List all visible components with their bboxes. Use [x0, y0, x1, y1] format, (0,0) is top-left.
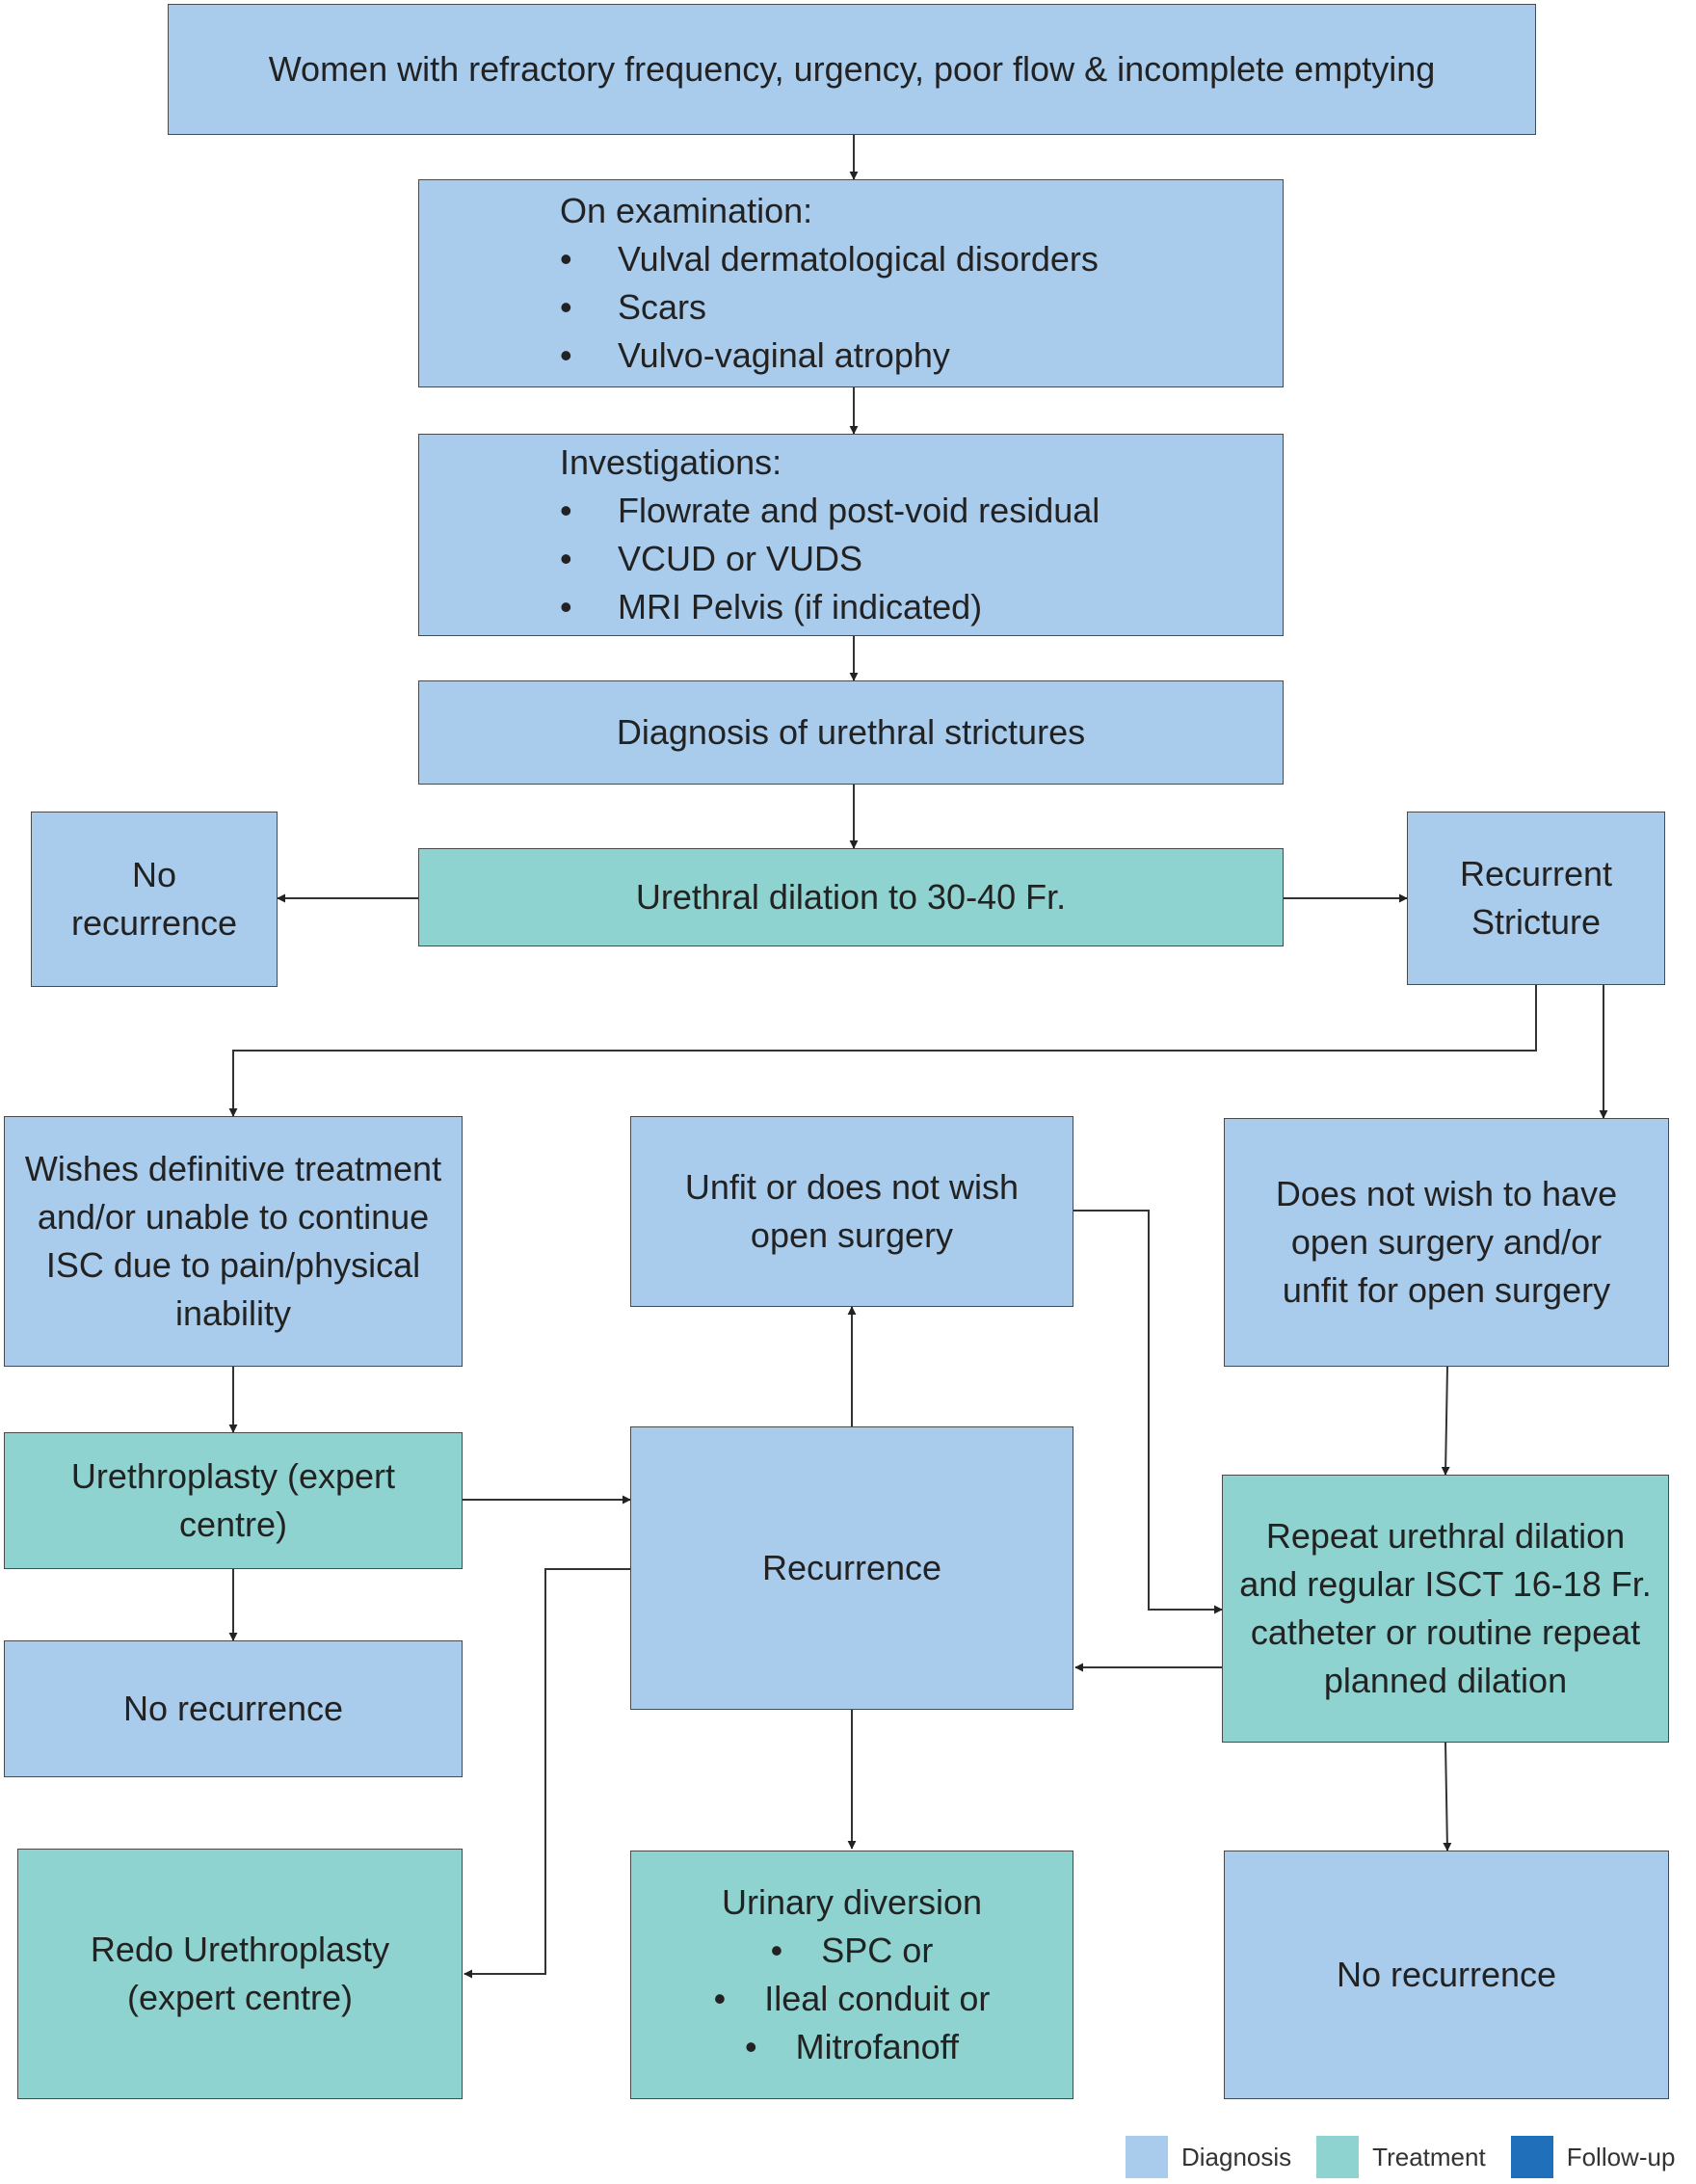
- wishes-definitive-node: Wishes definitive treatment and/or unabl…: [4, 1116, 463, 1367]
- urethroplasty-node: Urethroplasty (expert centre): [4, 1432, 463, 1569]
- legend: Diagnosis Treatment Follow-up: [1126, 2136, 1675, 2178]
- legend-item-diagnosis: Diagnosis: [1126, 2136, 1291, 2178]
- investigations-node: Investigations: Flowrate and post-void r…: [418, 434, 1284, 636]
- no-recurrence-top-text: No recurrence: [70, 855, 238, 943]
- no-recurrence-right-text: No recurrence: [1336, 1955, 1557, 1994]
- investigations-item: VCUD or VUDS: [560, 535, 1100, 583]
- wishes-definitive-text: Wishes definitive treatment and/or unabl…: [24, 1149, 442, 1333]
- legend-swatch-diagnosis: [1126, 2136, 1168, 2178]
- urinary-diversion-item: SPC or: [714, 1927, 991, 1975]
- urinary-diversion-node: Urinary diversion SPC or Ileal conduit o…: [630, 1851, 1073, 2099]
- arrow-repeat-dilation-to-no-recurrence: [1443, 1742, 1452, 1851]
- examination-title: On examination:: [560, 191, 813, 230]
- diagnosis-node: Diagnosis of urethral strictures: [418, 680, 1284, 785]
- urinary-diversion-list: SPC or Ileal conduit or Mitrofanoff: [714, 1927, 991, 2071]
- does-not-wish-node: Does not wish to have open surgery and/o…: [1224, 1118, 1669, 1367]
- repeat-dilation-node: Repeat urethral dilation and regular ISC…: [1222, 1475, 1669, 1743]
- legend-label-follow-up: Follow-up: [1566, 2142, 1676, 2171]
- arrow-recurrence-to-redo-urethroplasty: [464, 1568, 630, 1979]
- no-recurrence-left-text: No recurrence: [122, 1689, 344, 1728]
- redo-urethroplasty-text: Redo Urethroplasty (expert centre): [90, 1930, 390, 2017]
- investigations-item: Flowrate and post-void residual: [560, 487, 1100, 535]
- urethroplasty-text: Urethroplasty (expert centre): [70, 1456, 396, 1544]
- recurrence-text: Recurrence: [761, 1548, 942, 1587]
- examination-list: Vulval dermatological disorders Scars Vu…: [560, 235, 1099, 380]
- recurrent-stricture-text: Recurrent Stricture: [1459, 854, 1613, 942]
- arrow-recurrent-to-wishes-definitive: [228, 985, 1537, 1117]
- start-node-text: Women with refractory frequency, urgency…: [268, 49, 1436, 89]
- unfit-open-surgery-text: Unfit or does not wish open surgery: [684, 1167, 1020, 1255]
- dilation-text: Urethral dilation to 30-40 Fr.: [635, 877, 1067, 917]
- examination-item: Vulvo-vaginal atrophy: [560, 332, 1099, 380]
- start-node: Women with refractory frequency, urgency…: [168, 4, 1536, 135]
- urinary-diversion-title: Urinary diversion: [721, 1882, 983, 1922]
- legend-label-treatment: Treatment: [1372, 2142, 1486, 2171]
- unfit-open-surgery-node: Unfit or does not wish open surgery: [630, 1116, 1073, 1307]
- does-not-wish-text: Does not wish to have open surgery and/o…: [1275, 1174, 1618, 1310]
- redo-urethroplasty-node: Redo Urethroplasty (expert centre): [17, 1849, 463, 2099]
- examination-item: Vulval dermatological disorders: [560, 235, 1099, 283]
- recurrence-node: Recurrence: [630, 1426, 1073, 1710]
- no-recurrence-left-node: No recurrence: [4, 1640, 463, 1777]
- legend-item-follow-up: Follow-up: [1510, 2136, 1676, 2178]
- legend-item-treatment: Treatment: [1316, 2136, 1486, 2178]
- investigations-item: MRI Pelvis (if indicated): [560, 583, 1100, 631]
- urinary-diversion-item: Ileal conduit or: [714, 1975, 990, 2023]
- urinary-diversion-item: Mitrofanoff: [714, 2023, 991, 2071]
- investigations-list: Flowrate and post-void residual VCUD or …: [560, 487, 1100, 631]
- legend-label-diagnosis: Diagnosis: [1181, 2142, 1292, 2171]
- diagnosis-text: Diagnosis of urethral strictures: [616, 712, 1086, 752]
- repeat-dilation-text: Repeat urethral dilation and regular ISC…: [1239, 1516, 1652, 1700]
- no-recurrence-top-node: No recurrence: [31, 812, 278, 987]
- arrow-unfit-to-repeat-dilation: [1073, 1210, 1223, 1614]
- dilation-node: Urethral dilation to 30-40 Fr.: [418, 848, 1284, 946]
- legend-swatch-treatment: [1316, 2136, 1360, 2178]
- recurrent-stricture-node: Recurrent Stricture: [1407, 812, 1665, 985]
- no-recurrence-right-node: No recurrence: [1224, 1851, 1669, 2099]
- legend-swatch-follow-up: [1510, 2136, 1553, 2178]
- arrow-does-not-wish-to-repeat-dilation: [1441, 1366, 1450, 1476]
- investigations-title: Investigations:: [560, 442, 782, 482]
- examination-item: Scars: [560, 283, 1099, 332]
- examination-node: On examination: Vulval dermatological di…: [418, 179, 1284, 387]
